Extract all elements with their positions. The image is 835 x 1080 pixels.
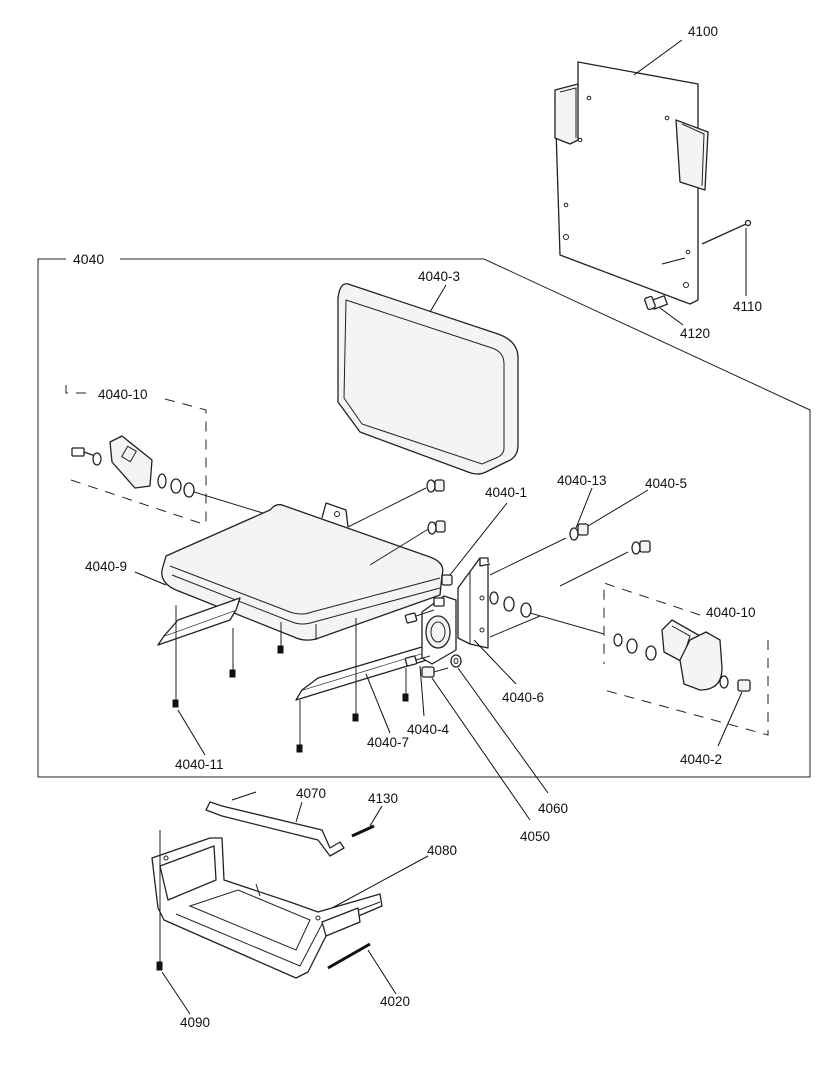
leader-4040-7 (365, 673, 391, 734)
callout-4040-1: 4040-1 (485, 485, 527, 500)
bracket-washers (489, 537, 629, 638)
callout-4040-3: 4040-3 (418, 269, 460, 284)
callout-4040-10-right: 4040-10 (706, 605, 756, 620)
washer-4060: 4060 (450, 654, 568, 816)
callout-4040-6: 4040-6 (502, 690, 544, 705)
seatbelt-buckle-left-4040-10: 4040-10 (65, 385, 267, 526)
strip-4020: 4020 (327, 942, 410, 1009)
strap-bracket-4070: 4070 (205, 786, 345, 857)
callout-4040: 4040 (73, 251, 104, 267)
back-panel-4100: 4100 (554, 24, 718, 305)
bolt-4120: 4120 (644, 295, 710, 341)
washer-4040-13: 4040-13 (557, 473, 607, 541)
slide-knob-4040-4: 4040-4 (404, 595, 457, 737)
callout-4110: 4110 (733, 299, 762, 314)
screw-4090: 4090 (156, 830, 210, 1030)
bolt-4050: 4050 (421, 666, 550, 844)
backrest-4040-3: 4040-3 (337, 269, 519, 475)
pin-4110: 4110 (701, 219, 762, 314)
callout-4090: 4090 (180, 1015, 210, 1030)
seat-cushion-4040-9: 4040-9 (85, 503, 444, 641)
nut-4040-5: 4040-5 (577, 476, 687, 536)
callout-4070: 4070 (296, 786, 326, 801)
base-tray-4080: 4080 (151, 837, 457, 979)
bracket-4040-6: 4040-6 (457, 557, 544, 705)
callout-4040-13: 4040-13 (557, 473, 607, 488)
callout-4100: 4100 (688, 24, 718, 39)
callout-4060: 4060 (538, 801, 568, 816)
callout-4050: 4050 (520, 829, 550, 844)
callout-4040-9: 4040-9 (85, 559, 127, 574)
seatbelt-buckle-right-4040-10: 4040-10 4040-2 (603, 582, 769, 767)
callout-4020: 4020 (380, 994, 410, 1009)
assembly-frame-4040: 4040 (37, 251, 811, 778)
callout-4040-2: 4040-2 (680, 752, 722, 767)
callout-4040-11: 4040-11 (175, 757, 224, 772)
backrest-hardware (347, 479, 446, 566)
callout-4040-5: 4040-5 (645, 476, 687, 491)
seat-hinge-hole (334, 511, 340, 517)
strip-4130: 4130 (351, 791, 398, 838)
callout-4040-10-left: 4040-10 (98, 387, 148, 402)
callout-4120: 4120 (680, 326, 710, 341)
nut-washer-right (631, 540, 651, 555)
callout-4040-7: 4040-7 (367, 735, 409, 750)
callout-4040-4: 4040-4 (407, 722, 450, 737)
callout-4080: 4080 (427, 843, 457, 858)
nut-4040-1: 4040-1 (441, 485, 527, 586)
screws-4040-11: 4040-11 (172, 605, 409, 772)
callout-4130: 4130 (368, 791, 398, 806)
